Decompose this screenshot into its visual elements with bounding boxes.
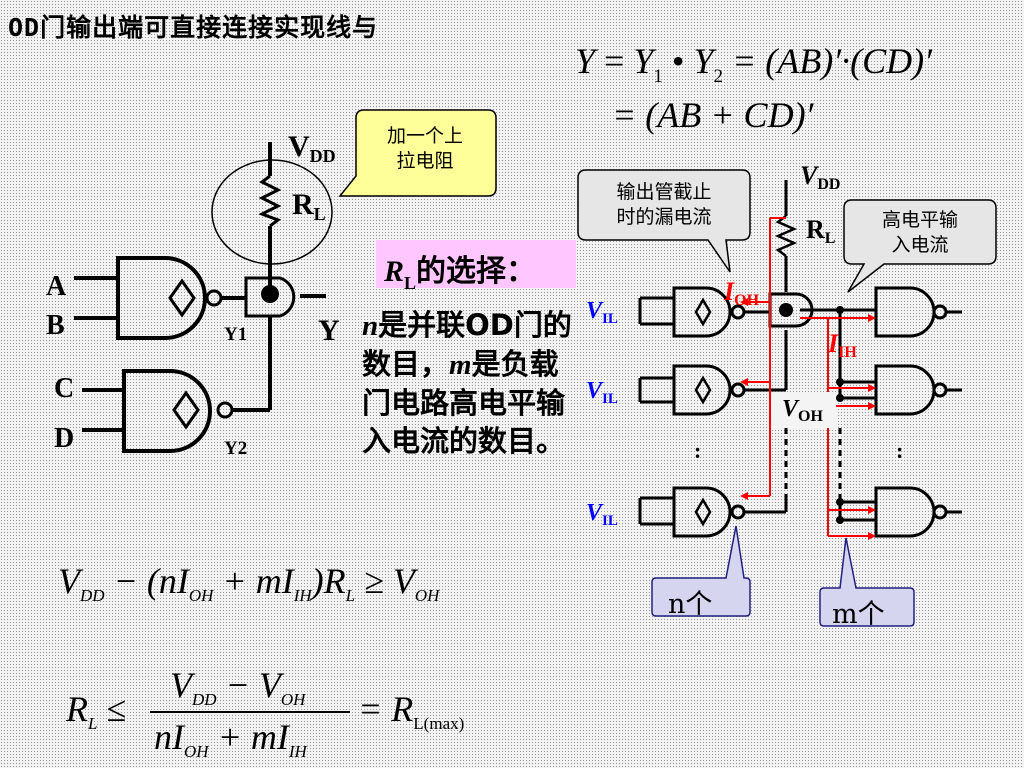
input-d-label: D: [54, 423, 74, 454]
right-vdd-label: VDD: [800, 161, 840, 193]
right-rl-label: RL: [806, 215, 835, 247]
left-dots: :: [694, 438, 701, 463]
rl-selection-box: [376, 240, 576, 288]
pullup-callout-text: 加一个上拉电阻: [386, 125, 463, 172]
current-arrows: [740, 298, 876, 540]
vil-label-1: VIL: [586, 298, 618, 327]
input-c-label: C: [54, 373, 74, 404]
formula-line2: = (AB + CD)′: [612, 95, 814, 135]
leak-callout-text: 输出管截止时的漏电流: [616, 181, 712, 228]
n-count-label: n个: [668, 589, 713, 620]
voh-label: VOH: [782, 396, 823, 425]
formula-denominator: nIOH + mIIH: [154, 717, 307, 761]
left-rl-label: RL: [292, 188, 326, 224]
ioh-label: IOH: [723, 277, 760, 309]
formula-inequality: VDD − (nIOH + mIIH)RL ≥ VOH: [58, 561, 440, 605]
pullup-callout-shape: [338, 109, 497, 197]
formula-rl-lhs: RL ≤: [66, 689, 127, 733]
left-circuit-wires: [74, 142, 326, 453]
page-title: OD门输出端可直接连接实现线与: [8, 13, 379, 42]
current-paths: [746, 217, 870, 537]
iih-label: IIH: [827, 329, 857, 361]
m-callout-shape: [819, 537, 915, 627]
resistor-highlight-ellipse: [211, 159, 333, 265]
od-symbols-left: [168, 278, 200, 430]
leak-callout-shape: [577, 169, 751, 273]
junction-dot: [261, 285, 279, 303]
left-vdd-label: VDD: [288, 130, 336, 166]
output-y-label: Y: [318, 314, 340, 347]
n-callout-shape: [651, 525, 751, 617]
input-a-label: A: [46, 271, 67, 302]
rl-selection-heading: RL的选择：: [384, 254, 537, 293]
input-b-label: B: [46, 310, 65, 341]
gate1-label: Y1: [224, 324, 247, 345]
right-dots: :: [896, 438, 903, 463]
formula-rl-max: = RL(max): [358, 689, 465, 733]
gate2-label: Y2: [224, 438, 247, 459]
high-input-callout-text: 高电平输入电流: [881, 209, 958, 256]
m-count-label: m个: [832, 599, 885, 630]
od-symbols-right: [694, 297, 712, 527]
vil-label-2: VIL: [586, 378, 618, 407]
formula-numerator: VDD − VOH: [170, 665, 306, 709]
parameter-description: n是并联OD门的数目，m是负载门电路高电平输入电流的数目。: [362, 308, 572, 458]
right-junction-dot: [779, 303, 793, 317]
vil-label-3: VIL: [586, 500, 618, 529]
right-circuit-wires: [638, 180, 962, 538]
formula-line1: Y = Y1 • Y2 = (AB)′·(CD)′: [575, 41, 933, 87]
high-input-callout-shape: [843, 199, 997, 293]
